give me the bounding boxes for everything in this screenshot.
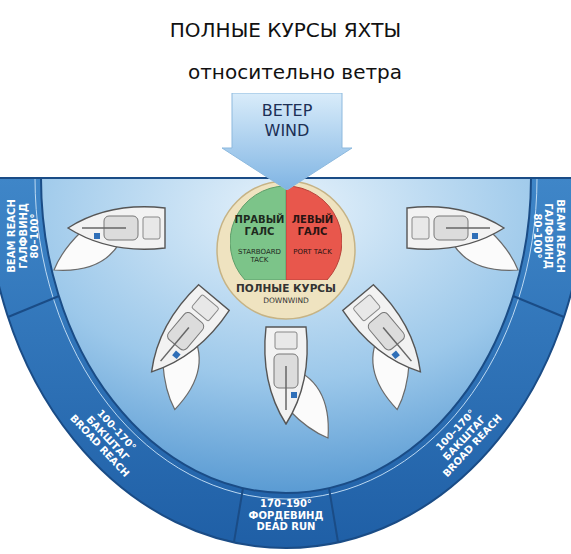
label-group: относительно ветра (188, 60, 402, 84)
wind-arrow (222, 93, 352, 190)
course-node: ВЕТЕРWIND (222, 93, 352, 190)
port-half (286, 186, 342, 280)
inner-area (41, 178, 531, 493)
node-text: PORT TACK (287, 248, 338, 256)
sector-dividers (8, 296, 564, 542)
label-group: BEAM REACHГАЛФВИНД80–100° (532, 199, 567, 273)
sector-label: 80–100° (29, 199, 41, 273)
sector-label: 170–190° (249, 498, 324, 510)
node-text: DOWNWIND (246, 296, 326, 305)
sector-label: 80–100° (532, 199, 544, 273)
title-text: ПОЛНЫЕ КУРСЫ ЯХТЫ (0, 18, 571, 42)
sector-label: ГАЛФВИНД (543, 199, 555, 273)
node-text: ПРАВЫЙ ГАЛС (234, 214, 285, 238)
node-text: STARBOARD TACK (234, 248, 285, 265)
sector-label: ФОРДЕВИНД (249, 509, 324, 521)
label-group: BEAM REACHГАЛФВИНД80–100° (6, 199, 41, 273)
center-ring (217, 181, 355, 319)
course-node: ЛЕВЫЙ ГАЛС PORT TACK (286, 186, 342, 280)
node-text: ЛЕВЫЙ ГАЛС (287, 214, 338, 238)
sector-label: ГАЛФВИНД (17, 199, 29, 273)
outer-band (0, 178, 571, 548)
node-text: ПОЛНЫЕ КУРСЫ (236, 282, 336, 295)
course-node: ПРАВЫЙ ГАЛС STARBOARD TACKЛЕВЫЙ ГАЛС PORT … (216, 180, 356, 320)
node-text: ВЕТЕР (232, 101, 342, 120)
sector-label: BEAM REACH (555, 199, 567, 273)
node-text: WIND (232, 121, 342, 140)
course-node: ПРАВЫЙ ГАЛС STARBOARD TACK (230, 186, 286, 280)
sector-label: относительно ветра (188, 60, 402, 84)
band-line (35, 178, 537, 499)
starboard-half (230, 186, 286, 280)
sector-label: BEAM REACH (6, 199, 18, 273)
label-group: 170–190°ФОРДЕВИНДDEAD RUN (249, 498, 324, 533)
sector-label: DEAD RUN (249, 521, 324, 533)
